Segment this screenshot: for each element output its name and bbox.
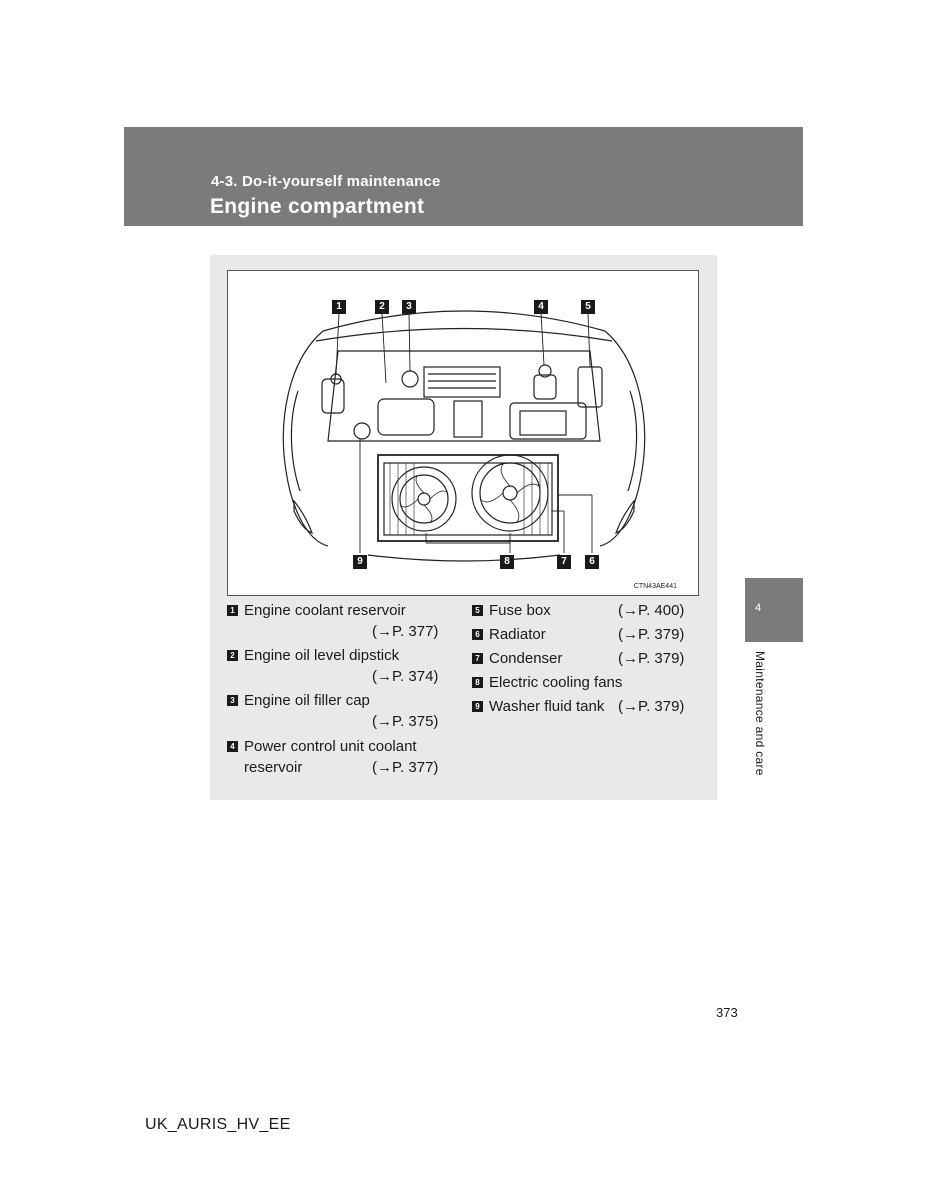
legend-label: Washer fluid tank <box>489 698 605 715</box>
callout-1: 1 <box>332 300 346 314</box>
legend-badge: 5 <box>472 605 483 616</box>
chapter-header: 4-3. Do-it-yourself maintenance Engine c… <box>124 127 803 226</box>
legend-item-1: 1 Engine coolant reservoir (→P. 377) <box>227 600 447 642</box>
legend-label: Fuse box <box>489 602 551 619</box>
document-id: UK_AURIS_HV_EE <box>145 1116 291 1133</box>
section-label: 4-3. Do-it-yourself maintenance <box>211 173 441 190</box>
legend-ref: (→P. 377) <box>372 623 439 640</box>
legend-label: Engine oil filler cap <box>244 692 370 709</box>
legend-badge: 2 <box>227 650 238 661</box>
legend-badge: 3 <box>227 695 238 706</box>
legend-item-9: 9 Washer fluid tank (→P. 379) <box>472 696 692 717</box>
legend-badge: 1 <box>227 605 238 616</box>
legend-item-5: 5 Fuse box (→P. 400) <box>472 600 692 621</box>
figure-code: CTN43AE441 <box>633 583 677 590</box>
page-number: 373 <box>716 1005 738 1020</box>
legend-item-6: 6 Radiator (→P. 379) <box>472 624 692 645</box>
page-title: Engine compartment <box>210 195 425 218</box>
callout-8: 8 <box>500 555 514 569</box>
legend-badge: 7 <box>472 653 483 664</box>
chapter-tab-number: 4 <box>755 602 762 614</box>
legend-ref: (→P. 375) <box>372 713 439 730</box>
legend-ref: (→P. 374) <box>372 668 439 685</box>
legend-ref: (→P. 400) <box>618 602 685 619</box>
callout-6: 6 <box>585 555 599 569</box>
callout-4: 4 <box>534 300 548 314</box>
callout-2: 2 <box>375 300 389 314</box>
callout-9: 9 <box>353 555 367 569</box>
chapter-tab-label: Maintenance and care <box>753 651 767 776</box>
legend-ref: (→P. 379) <box>618 698 685 715</box>
legend-badge: 9 <box>472 701 483 712</box>
legend-label: Radiator <box>489 626 546 643</box>
callout-5: 5 <box>581 300 595 314</box>
legend-badge: 4 <box>227 741 238 752</box>
legend-item-8: 8 Electric cooling fans <box>472 672 692 693</box>
legend-label: Engine oil level dipstick <box>244 647 400 664</box>
figure-panel: 1 2 3 4 5 6 7 8 9 CTN43AE441 1 Engine co… <box>210 255 717 800</box>
callout-3: 3 <box>402 300 416 314</box>
chapter-tab: 4 <box>745 578 803 642</box>
engine-illustration <box>282 310 646 562</box>
legend-label-cont: reservoir <box>244 759 303 776</box>
legend-ref: (→P. 379) <box>618 626 685 643</box>
legend-badge: 8 <box>472 677 483 688</box>
legend-ref: (→P. 377) <box>372 759 439 776</box>
legend-label: Condenser <box>489 650 563 667</box>
legend-badge: 6 <box>472 629 483 640</box>
callout-7: 7 <box>557 555 571 569</box>
legend-label: Engine coolant reservoir <box>244 602 406 619</box>
legend-label: Electric cooling fans <box>489 674 623 691</box>
legend-item-3: 3 Engine oil filler cap (→P. 375) <box>227 690 447 732</box>
legend-item-7: 7 Condenser (→P. 379) <box>472 648 692 669</box>
legend-ref: (→P. 379) <box>618 650 685 667</box>
legend-label: Power control unit coolant <box>244 738 417 755</box>
legend-item-2: 2 Engine oil level dipstick (→P. 374) <box>227 645 447 687</box>
engine-diagram: 1 2 3 4 5 6 7 8 9 CTN43AE441 <box>227 270 699 596</box>
legend-item-4: 4 Power control unit coolant reservoir (… <box>227 736 447 778</box>
